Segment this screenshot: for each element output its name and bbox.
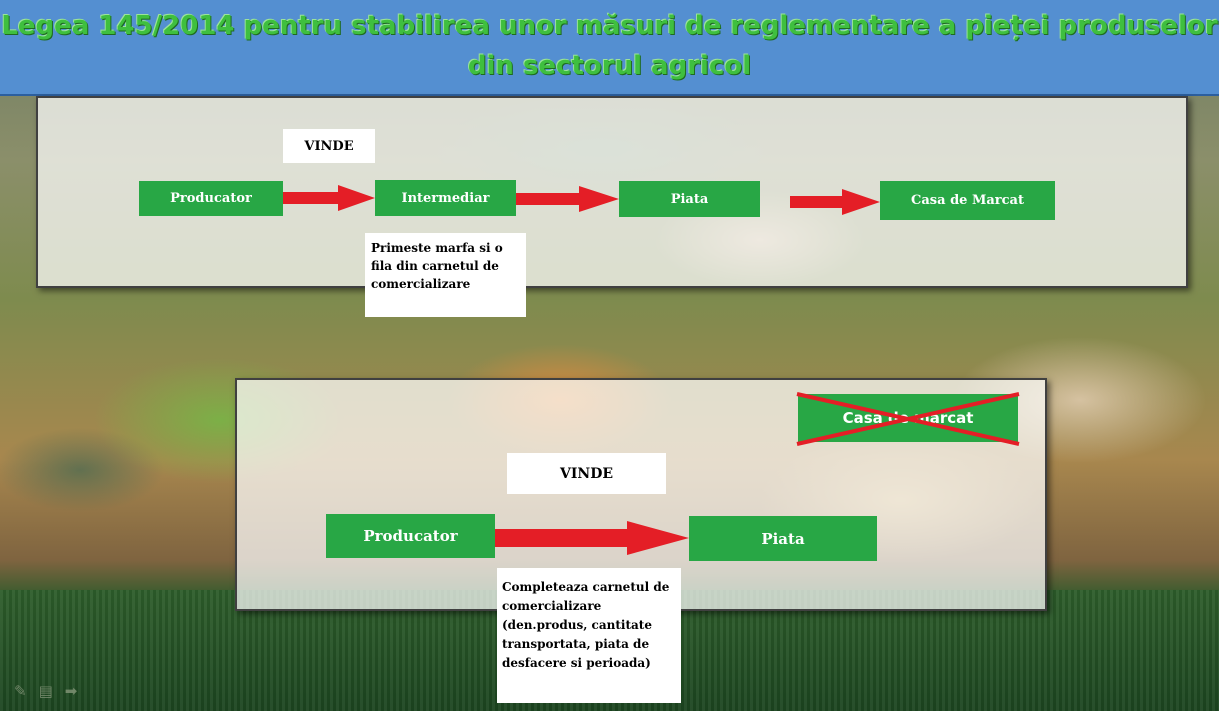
slides-icon[interactable]: ▤: [38, 682, 53, 700]
cross-out-icon: [796, 392, 1020, 446]
title-bar: Legea 145/2014 pentru stabilirea unor mă…: [0, 0, 1219, 96]
top-node-piata: Piata: [619, 181, 760, 217]
top-arrow-2: [516, 186, 619, 212]
bottom-note: Completeaza carnetul de comercializare (…: [497, 568, 681, 703]
pen-icon[interactable]: ✎: [14, 682, 27, 700]
top-node-intermediar: Intermediar: [375, 180, 516, 216]
bottom-vinde-label: VINDE: [507, 453, 666, 494]
top-arrow-1: [283, 185, 375, 211]
bottom-node-piata: Piata: [689, 516, 877, 561]
top-vinde-label: VINDE: [283, 129, 375, 163]
next-arrow-icon[interactable]: ➡: [64, 682, 78, 700]
top-note: Primeste marfa si o fila din carnetul de…: [365, 233, 526, 317]
presentation-toolbar: ✎ ▤ ➡: [14, 682, 77, 700]
top-node-producator: Producator: [139, 181, 283, 216]
bottom-arrow: [495, 521, 689, 555]
bottom-node-producator: Producator: [326, 514, 495, 558]
top-node-casa-de-marcat: Casa de Marcat: [880, 181, 1055, 220]
top-arrow-3: [790, 189, 880, 215]
slide-title: Legea 145/2014 pentru stabilirea unor mă…: [1, 11, 1218, 81]
